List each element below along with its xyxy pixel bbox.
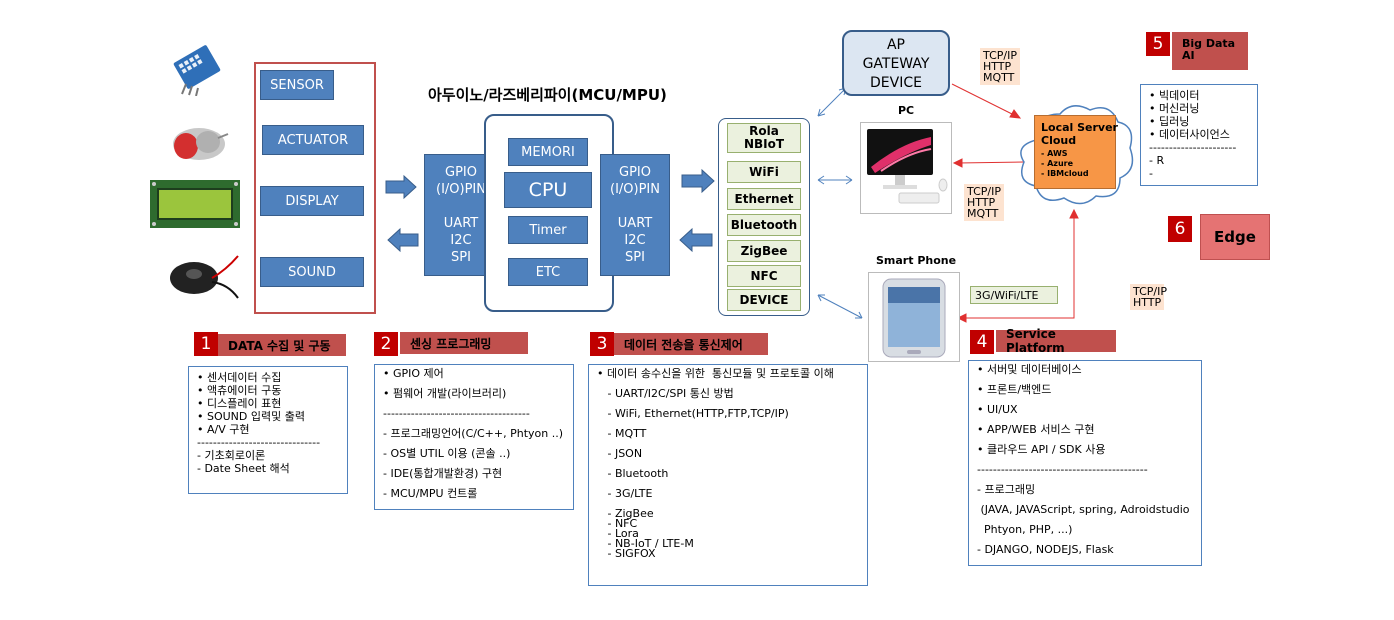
sound-block: SOUND (260, 257, 364, 287)
nfc-module: NFC (727, 265, 801, 287)
zigbee-module: ZigBee (727, 240, 801, 262)
sensor-block: SENSOR (260, 70, 334, 100)
lora-nbiot-module: Rola NBIoT (727, 123, 801, 153)
section-6-number: 6 (1168, 216, 1192, 242)
section-3-number: 3 (590, 332, 614, 356)
section-1-title: DATA 수집 및 구동 (218, 334, 346, 356)
protocols-mid: TCP/IP HTTP MQTT (964, 184, 1004, 221)
section-6-title: Edge (1200, 214, 1270, 260)
section-5-body: • 빅데이터 • 머신러닝 • 딥러닝 • 데이터사이언스 ----------… (1140, 84, 1258, 186)
protocols-top: TCP/IP HTTP MQTT (980, 48, 1020, 85)
sensor-module-image (172, 44, 228, 97)
section-4-number: 4 (970, 330, 994, 354)
display-block: DISPLAY (260, 186, 364, 216)
arrow-right-to-comm (681, 168, 715, 194)
cpu-block: CPU (504, 172, 592, 208)
io-devices-frame (254, 62, 376, 314)
section-2-number: 2 (374, 332, 398, 356)
device-module: DEVICE (727, 289, 801, 311)
local-server-cloud: Local Server Cloud - AWS - Azure - IBMcl… (1034, 115, 1118, 189)
ap-gateway-device: AP GATEWAY DEVICE (842, 30, 950, 96)
wifi-module: WiFi (727, 161, 801, 183)
cloud-providers: - AWS - Azure - IBMcloud (1041, 149, 1089, 178)
section-5-title: Big Data AI (1172, 32, 1248, 70)
smartphone-image-frame (868, 272, 960, 362)
section-3-title: 데이터 전송을 통신제어 (614, 333, 768, 355)
gpio-right-block: GPIO (I/O)PIN UART I2C SPI (600, 154, 670, 276)
mcu-title: 아두이노/라즈베리파이(MCU/MPU) (428, 86, 667, 104)
section-2-body: • GPIO 제어 • 펌웨어 개발(라이브러리) --------------… (374, 364, 574, 510)
bluetooth-module: Bluetooth (727, 214, 801, 236)
section-3-body: • 데이터 송수신을 위한 통신모듈 및 프로토콜 이해 - UART/I2C/… (588, 364, 868, 586)
arrow-left-to-devices (387, 227, 419, 253)
actuator-block: ACTUATOR (262, 125, 364, 155)
cloud-title: Local Server Cloud (1041, 121, 1118, 147)
section-2-title: 센싱 프로그래밍 (400, 332, 528, 354)
lcd-display-image (150, 180, 240, 228)
protocols-right: TCP/IP HTTP (1130, 284, 1167, 310)
arrow-right-to-gpio (385, 174, 417, 200)
smartphone-label: Smart Phone (876, 254, 957, 267)
dc-motor-image (168, 120, 230, 166)
section-4-body: • 서버및 데이터베이스 • 프론트/백엔드 • UI/UX • APP/WEB… (968, 360, 1202, 566)
memori-block: MEMORI (508, 138, 588, 166)
etc-block: ETC (508, 258, 588, 286)
mobile-network-label: 3G/WiFi/LTE (970, 286, 1058, 304)
section-1-number: 1 (194, 332, 218, 356)
buzzer-speaker-image (168, 248, 240, 306)
section-4-title: Service Platform (996, 327, 1116, 355)
pc-computer-icon (867, 129, 948, 204)
arrow-left-from-comm (679, 227, 713, 253)
timer-block: Timer (508, 216, 588, 244)
smartphone-icon (882, 278, 946, 358)
pc-label: PC (898, 104, 915, 117)
pc-image-frame (860, 122, 952, 214)
section-5-number: 5 (1146, 32, 1170, 56)
section-1-body: • 센서데이터 수집 • 액츄에이터 구동 • 디스플레이 표현 • SOUND… (188, 366, 348, 494)
ethernet-module: Ethernet (727, 188, 801, 210)
